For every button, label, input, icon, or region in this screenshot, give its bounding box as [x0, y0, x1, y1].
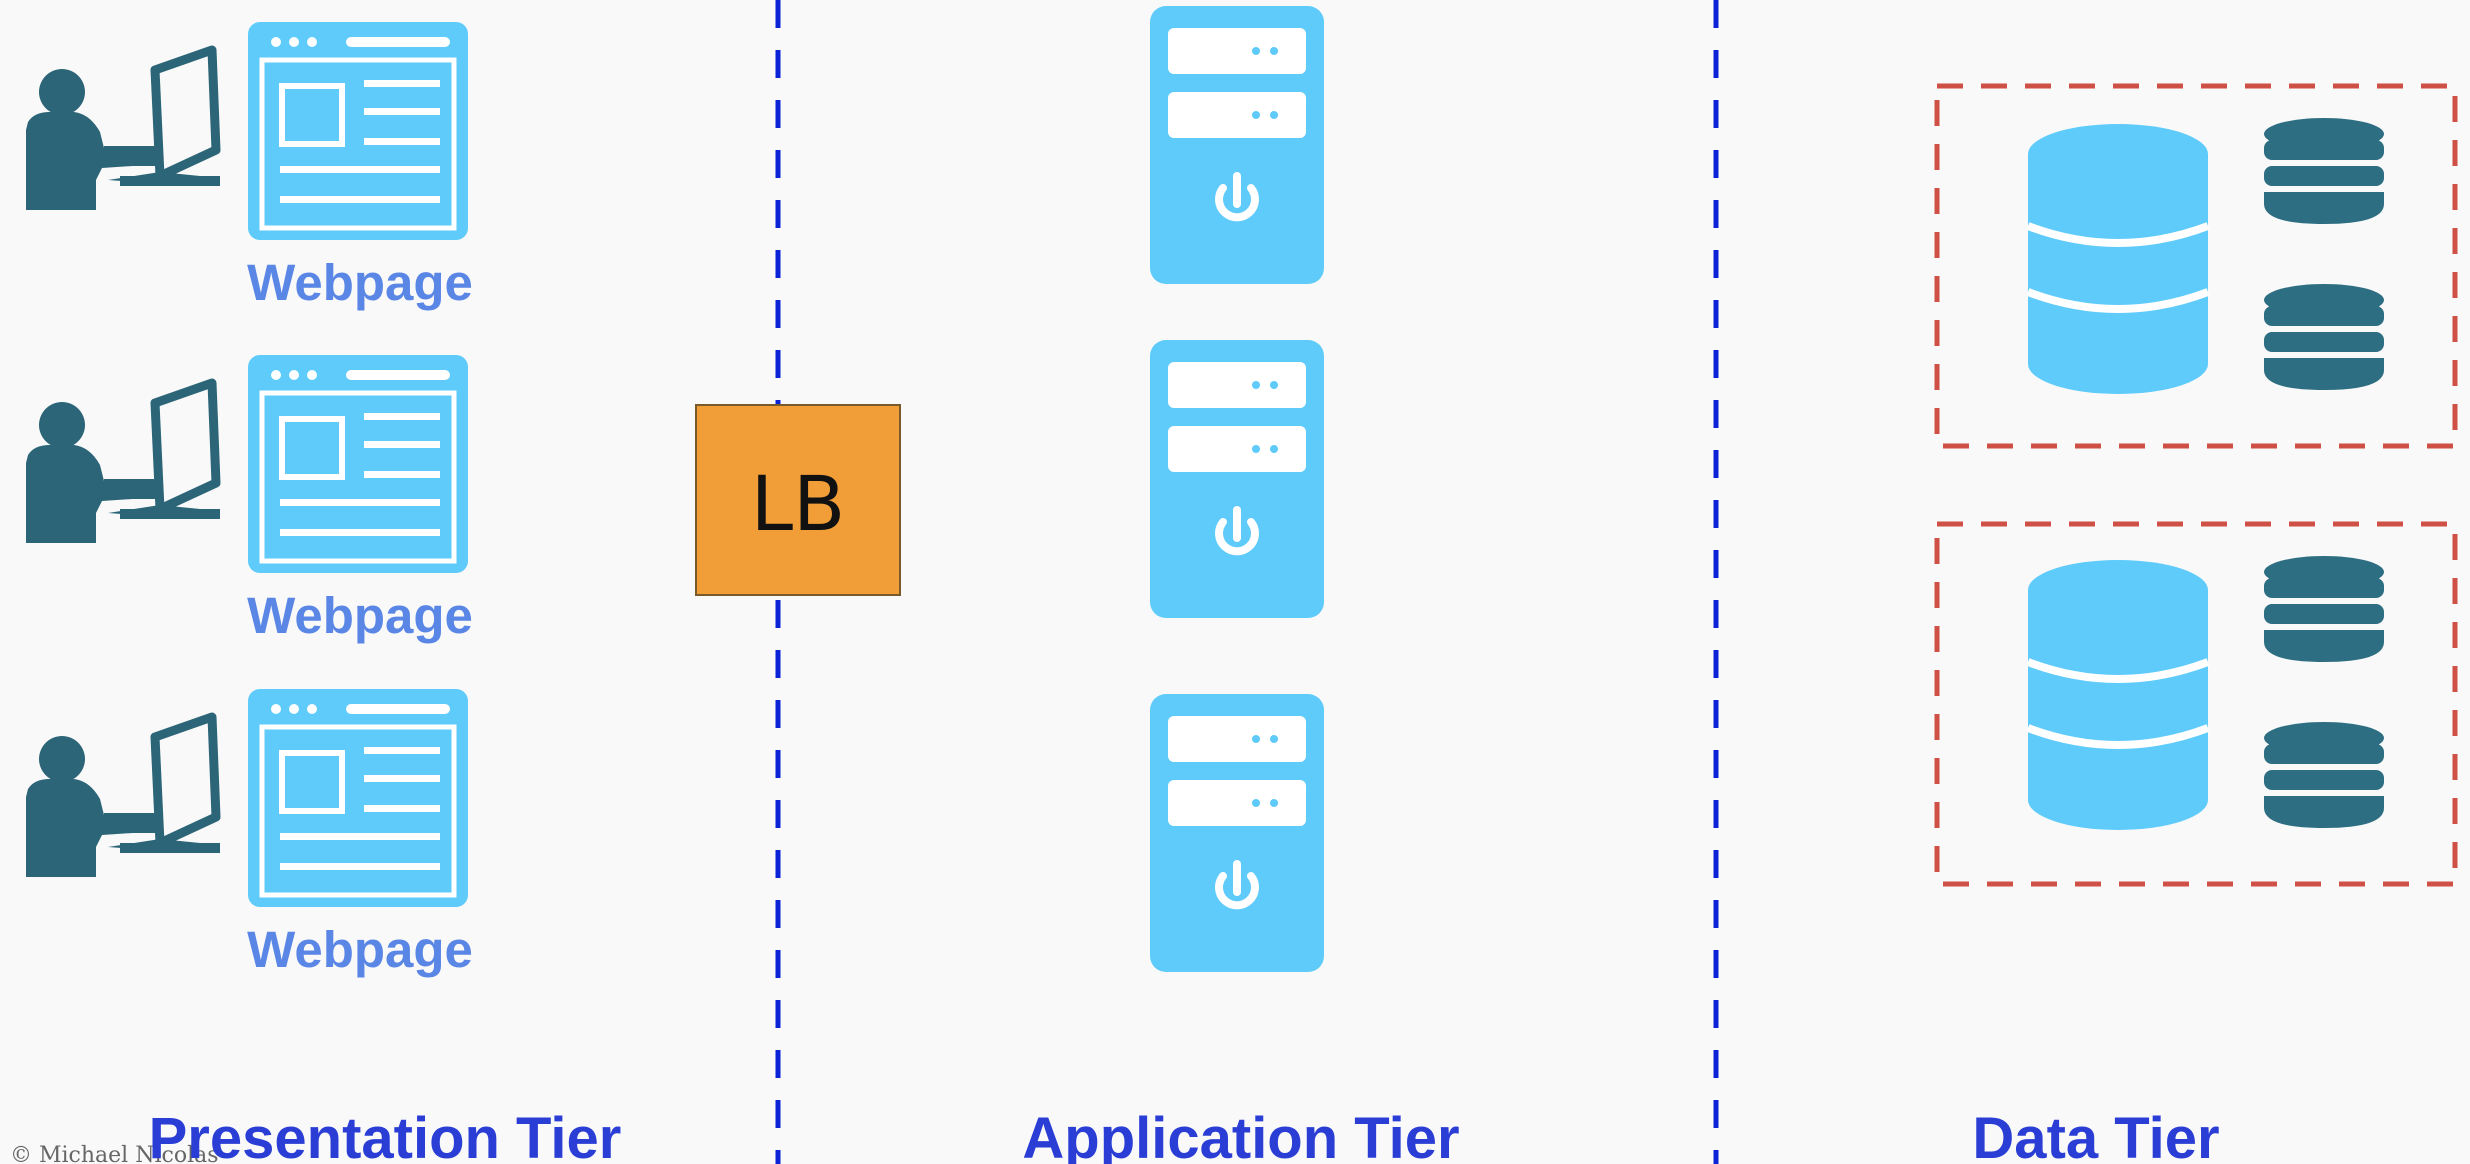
user-computer-icon: [26, 717, 220, 877]
tier-label-application: Application Tier: [1022, 1106, 1459, 1164]
database-cluster-1: [1934, 83, 2458, 449]
copyright-text: © Michael Nicolas: [10, 1143, 219, 1164]
database-cluster-2: [1934, 521, 2458, 887]
client-1: Webpage: [26, 22, 473, 311]
webpage-label: Webpage: [247, 254, 473, 311]
primary-database-icon: [2028, 124, 2208, 394]
webpage-icon: [248, 689, 468, 907]
app-server-2-icon: [1150, 340, 1324, 618]
app-server-1-icon: [1150, 6, 1324, 284]
primary-database-icon: [2028, 560, 2208, 830]
replica-database-icon: [2264, 118, 2384, 224]
tier-label-presentation: Presentation Tier: [149, 1106, 622, 1164]
webpage-label: Webpage: [247, 587, 473, 644]
load-balancer-label: LB: [751, 459, 845, 548]
replica-database-icon: [2264, 722, 2384, 828]
client-3: Webpage: [26, 689, 473, 978]
tier-label-data: Data Tier: [1972, 1106, 2219, 1164]
replica-database-icon: [2264, 284, 2384, 390]
user-computer-icon: [26, 383, 220, 543]
webpage-label: Webpage: [247, 921, 473, 978]
load-balancer: LB: [695, 404, 901, 596]
client-2: Webpage: [26, 355, 473, 644]
webpage-icon: [248, 22, 468, 240]
replica-database-icon: [2264, 556, 2384, 662]
webpage-icon: [248, 355, 468, 573]
user-computer-icon: [26, 50, 220, 210]
app-server-3-icon: [1150, 694, 1324, 972]
